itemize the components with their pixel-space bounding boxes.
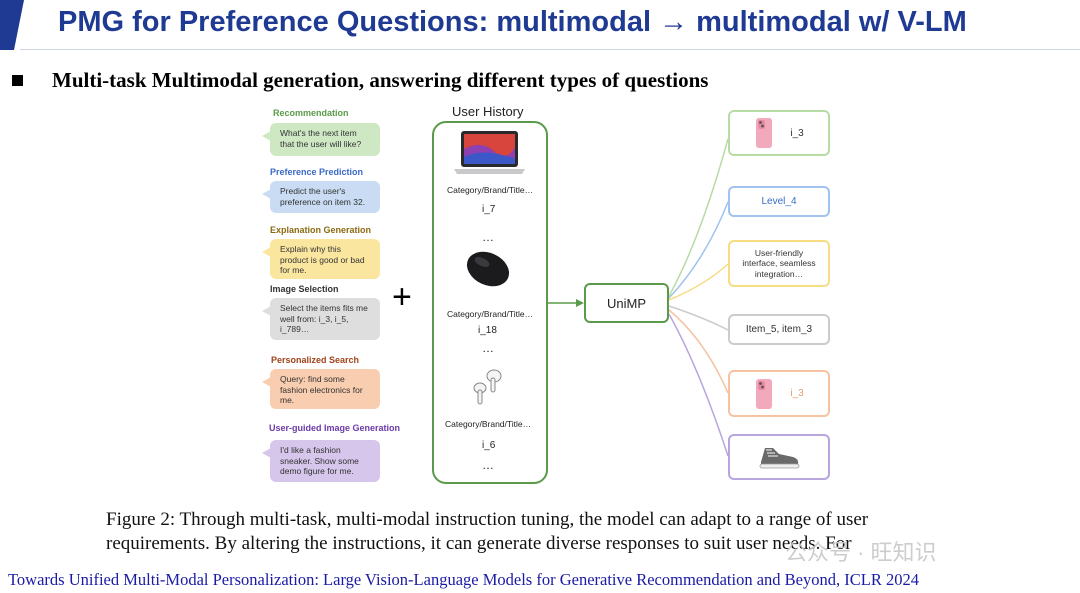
question-label-explanation-generation: Explanation Generation <box>270 225 372 235</box>
output-line: integration… <box>754 268 804 279</box>
bubble-line: for me. <box>280 265 307 275</box>
bubble-line: I'd like a fashion <box>280 445 341 455</box>
history-ellipsis: … <box>482 341 494 355</box>
history-item-category: Category/Brand/Title… <box>445 419 532 429</box>
mouse-icon <box>466 251 510 287</box>
history-to-model-arrowhead <box>576 299 584 307</box>
connector-to-output-4 <box>668 305 729 331</box>
history-item-category: Category/Brand/Title… <box>447 309 534 319</box>
output-text: Level_4 <box>761 196 797 207</box>
history-item-id: i_18 <box>478 325 497 336</box>
bubble-line: i_789… <box>280 324 310 334</box>
figure-caption: Figure 2: Through multi-task, multi-moda… <box>106 508 1006 556</box>
connector-to-output-3 <box>668 263 729 301</box>
connector-to-output-6 <box>668 313 729 457</box>
output-box-preference: Level_4 <box>728 186 830 217</box>
slide-title: PMG for Preference Questions: multimodal… <box>58 6 967 38</box>
bubble-line: that the user will like? <box>280 138 362 149</box>
question-bubble-image-selection: Select the items fits me well from: i_3,… <box>262 298 380 340</box>
question-label-image-selection: Image Selection <box>270 284 339 294</box>
question-label-user-guided-image-generation: User-guided Image Generation <box>269 423 401 433</box>
model-name: UniMP <box>606 295 646 311</box>
unimp-model-box: UniMP <box>584 283 669 323</box>
sneaker-icon <box>759 448 800 469</box>
citation-footer: Towards Unified Multi-Modal Personalizat… <box>8 570 919 589</box>
question-bubble-personalized-search: Query: find some fashion electronics for… <box>262 369 380 409</box>
phone-icon <box>756 118 773 148</box>
output-box-explanation: User-friendly interface, seamless integr… <box>728 240 830 287</box>
question-label-personalized-search: Personalized Search <box>271 355 360 365</box>
output-line: interface, seamless <box>742 258 816 269</box>
output-text: i_3 <box>790 388 804 399</box>
history-item-id: i_6 <box>482 440 496 451</box>
output-box-image-selection: Item_5, item_3 <box>728 314 830 345</box>
question-bubble-recommendation: What's the next item that the user will … <box>262 123 380 156</box>
bubble-line: Query: find some <box>280 374 345 384</box>
output-box-recommendation: i_3 <box>728 110 830 156</box>
output-box-image-generation <box>728 434 830 480</box>
connector-to-output-2 <box>668 201 729 299</box>
laptop-icon <box>454 131 525 174</box>
history-ellipsis: … <box>482 458 494 472</box>
question-bubble-user-guided-image-generation: I'd like a fashion sneaker. Show some de… <box>262 440 380 482</box>
bubble-line: me. <box>280 395 295 405</box>
watermark: 公众号 · 旺知识 <box>785 540 937 565</box>
bubble-line: product is good or bad <box>280 254 365 265</box>
bubble-line: preference on item 32. <box>280 196 366 207</box>
output-text: i_3 <box>790 127 804 139</box>
user-history-panel <box>432 121 548 484</box>
bullet-marker <box>12 75 23 86</box>
output-line: User-friendly <box>754 247 804 258</box>
question-label-recommendation: Recommendation <box>273 108 349 118</box>
caption-line: requirements. By altering the instructio… <box>106 533 852 554</box>
bubble-line: Select the items fits me <box>280 303 368 313</box>
connector-to-output-5 <box>668 309 729 394</box>
bubble-line: fashion electronics for <box>280 384 363 395</box>
title-accent-bar <box>0 0 24 50</box>
output-box-search: i_3 <box>728 370 830 417</box>
phone-icon <box>756 378 773 409</box>
user-history-title: User History <box>452 104 524 119</box>
bubble-line: Predict the user's <box>280 186 346 196</box>
title-divider <box>20 49 1080 50</box>
bubble-line: well from: i_3, i_5, <box>280 313 349 324</box>
bubble-line: What's the next item <box>280 128 357 138</box>
connector-to-output-1 <box>668 138 729 297</box>
bullet-text: Multi-task Multimodal generation, answer… <box>52 68 709 92</box>
bubble-line: demo figure for me. <box>280 466 354 476</box>
caption-line: Figure 2: Through multi-task, multi-moda… <box>106 509 869 530</box>
history-ellipsis: … <box>482 230 494 244</box>
earbuds-icon <box>473 369 502 405</box>
history-item-category: Category/Brand/Title… <box>447 185 534 195</box>
question-bubble-preference-prediction: Predict the user's preference on item 32… <box>262 181 380 213</box>
output-text: Item_5, item_3 <box>745 324 813 335</box>
question-label-preference-prediction: Preference Prediction <box>270 167 364 177</box>
question-bubble-explanation-generation: Explain why this product is good or bad … <box>262 239 380 279</box>
plus-sign: + <box>392 278 412 316</box>
bubble-line: sneaker. Show some <box>280 455 359 466</box>
bubble-line: Explain why this <box>280 244 341 254</box>
history-item-id: i_7 <box>482 204 496 215</box>
